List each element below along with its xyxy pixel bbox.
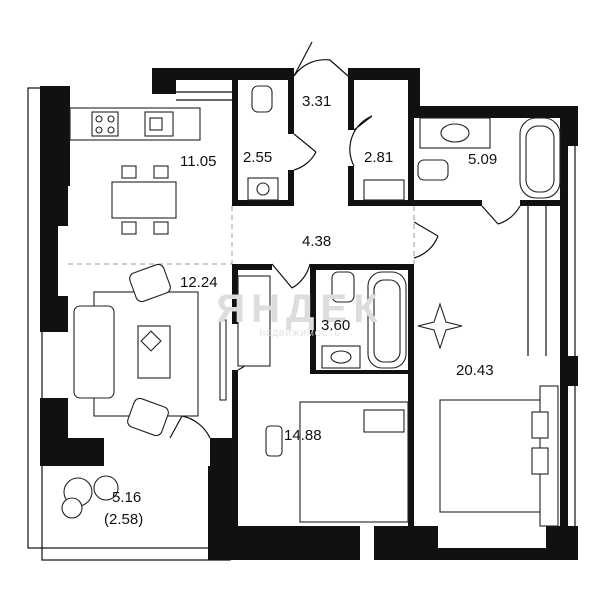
room-area-bedroom-1: 20.43 [456, 362, 494, 379]
room-labels: 11.05 12.24 2.55 3.31 2.81 5.09 4.38 3.6… [104, 93, 497, 528]
bathroom-fixtures [247, 85, 561, 369]
zone-dividers [68, 206, 415, 265]
room-area-hall: 3.31 [302, 93, 331, 110]
room-area-bathroom-1: 5.09 [468, 151, 497, 168]
watermark-subtext: НЕДВИЖИМОСТЬ [259, 329, 340, 338]
room-area-wc: 2.55 [243, 149, 272, 166]
room-area-living: 12.24 [180, 274, 218, 291]
room-area-bathroom-2: 3.60 [321, 317, 350, 334]
plant-icon [417, 302, 463, 350]
room-area-closet: 2.81 [364, 149, 393, 166]
watermark: ЯНДЕК НЕДВИЖИМОСТЬ [216, 287, 383, 338]
living-fixtures [73, 263, 227, 437]
room-area-balcony: 5.16 [112, 489, 141, 506]
bedroom-fixtures [237, 206, 559, 527]
room-area-corridor: 4.38 [302, 233, 331, 250]
room-area-bedroom-2: 14.88 [284, 427, 322, 444]
room-area-balcony-note: (2.58) [104, 511, 143, 528]
walls [40, 68, 578, 560]
kitchen-fixtures [69, 107, 201, 235]
balcony-fixtures [61, 475, 119, 519]
watermark-text: ЯНДЕК [216, 287, 383, 331]
room-area-kitchen: 11.05 [180, 153, 216, 170]
